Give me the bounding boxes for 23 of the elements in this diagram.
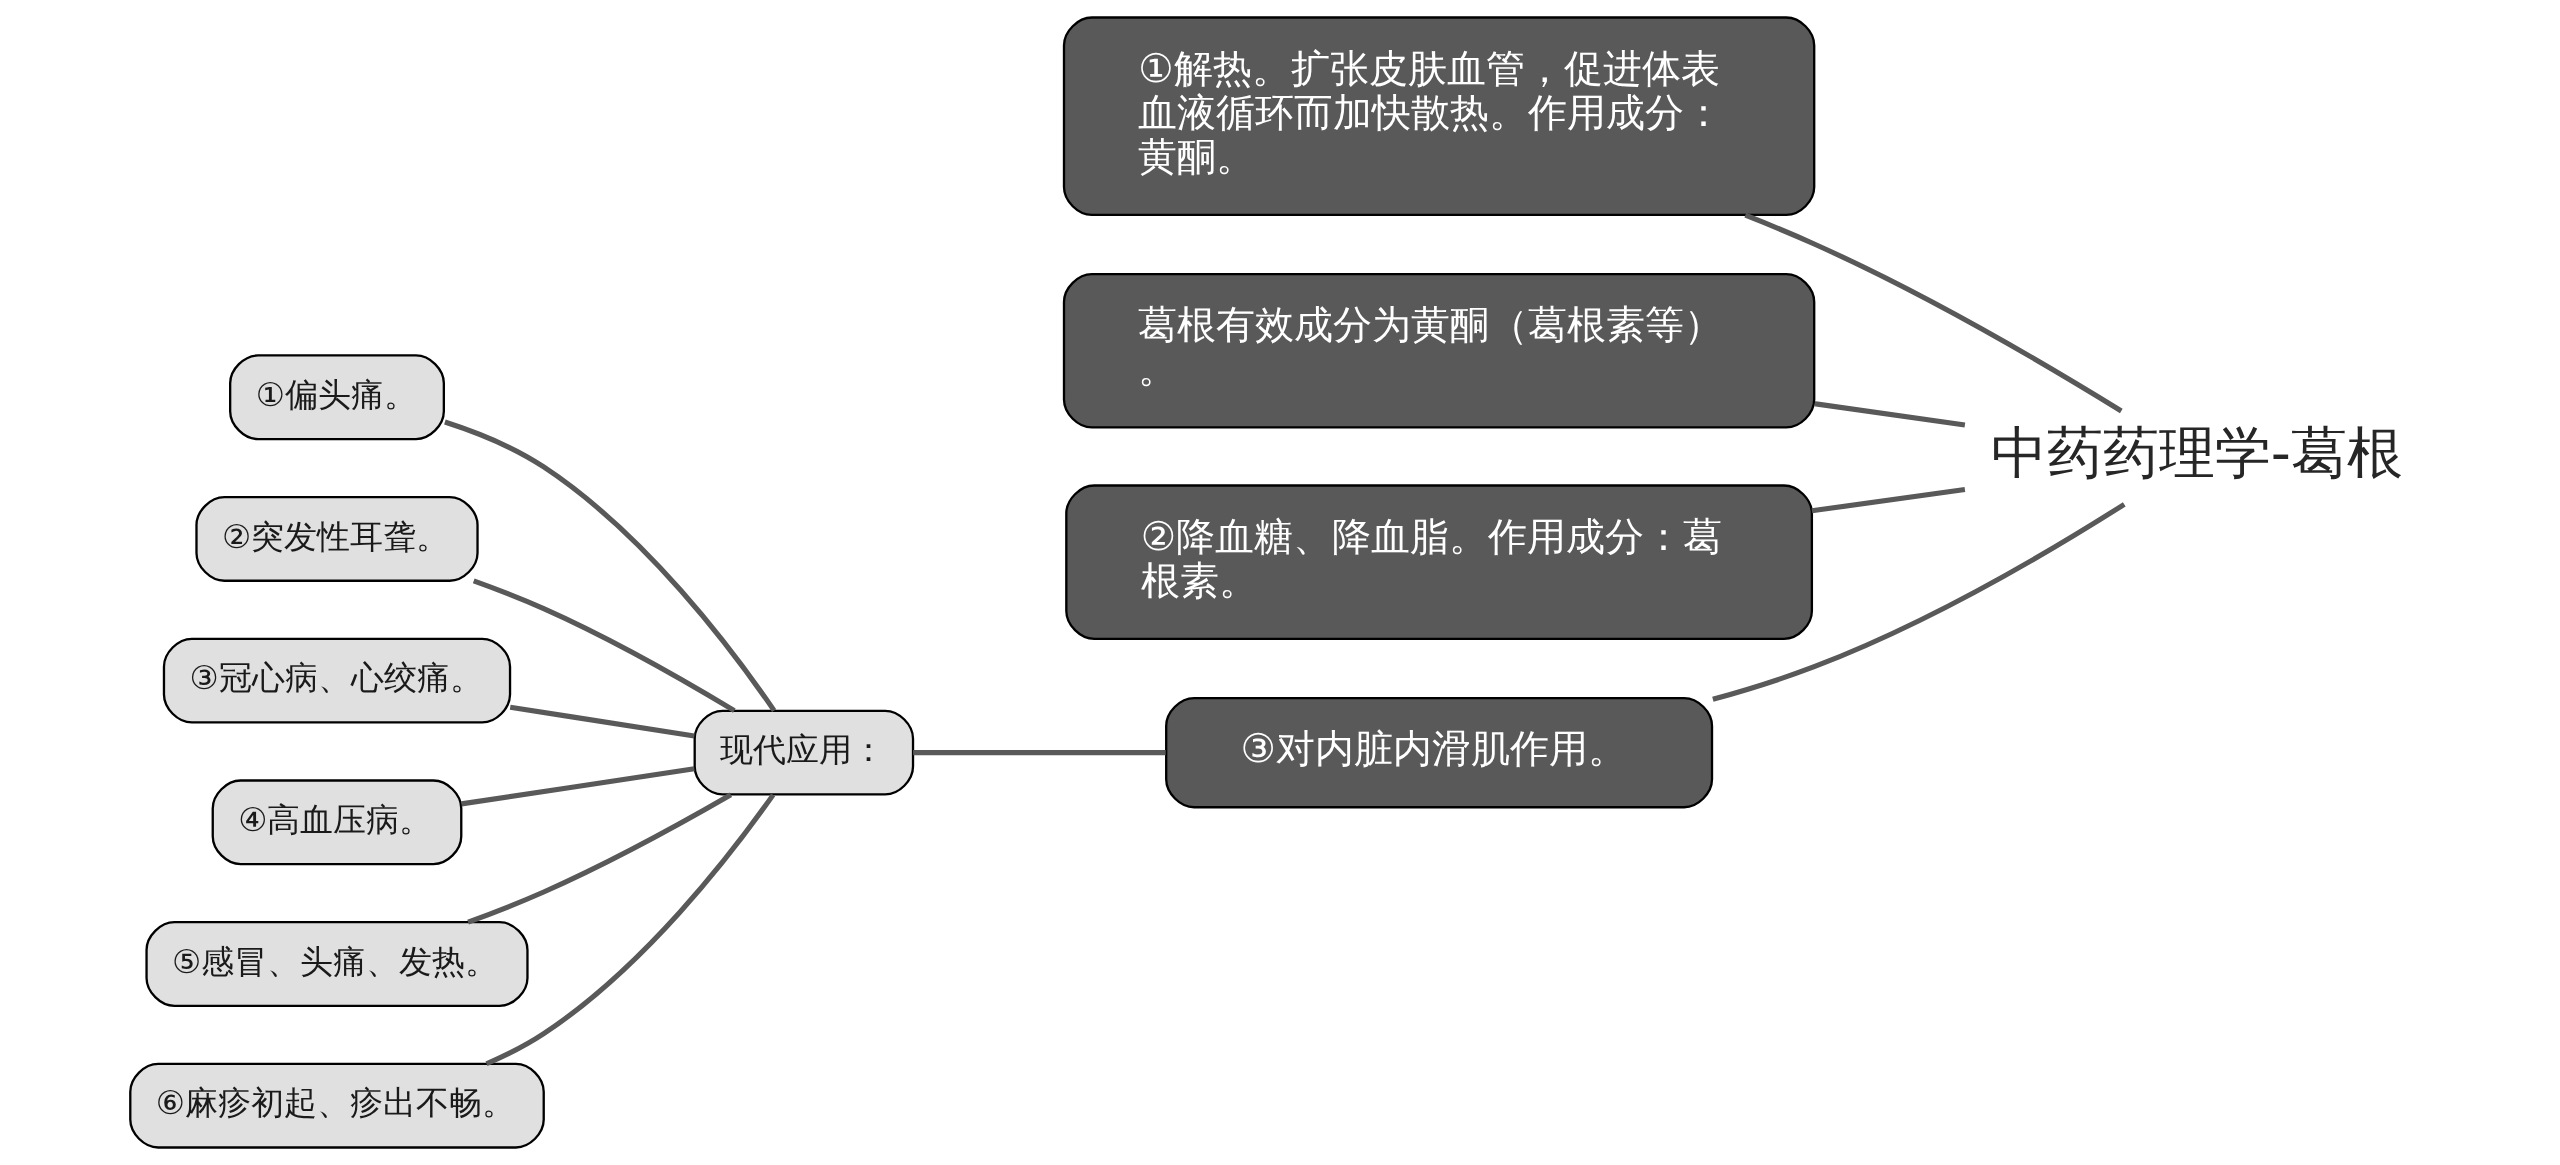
node-box: ④高血压病。 [211,779,463,866]
connector [1814,401,1966,428]
connector [467,792,733,925]
node-box: ①解热。扩张皮肤血管，促进体表血液循环而加快散热。作用成分：黄酮。 [1062,16,1816,217]
connector [1744,212,2123,414]
node-box: ⑥麻疹初起、疹出不畅。 [129,1062,545,1149]
node-box: ②突发性耳聋。 [195,495,479,582]
node-text: 中药药理学-葛根 [1990,420,2403,486]
connector [913,750,1166,756]
connector [485,793,776,1067]
connector [1811,487,1966,514]
connector [509,704,695,739]
node-box: 现代应用： [693,709,915,796]
connector [472,578,736,713]
connector [1712,502,2126,702]
node-box: ③对内脏内滑肌作用。 [1165,696,1714,809]
node-box: ③冠心病、心绞痛。 [162,637,512,724]
node-box: 葛根有效成分为黄酮（葛根素等）。 [1062,273,1816,429]
connector [461,766,695,807]
connector [444,419,777,713]
node-box: ①偏头痛。 [229,354,445,441]
node-box: ⑤感冒、头痛、发热。 [145,921,529,1007]
node-box: ②降血糖、降血脂。作用成分：葛根素。 [1065,484,1814,640]
